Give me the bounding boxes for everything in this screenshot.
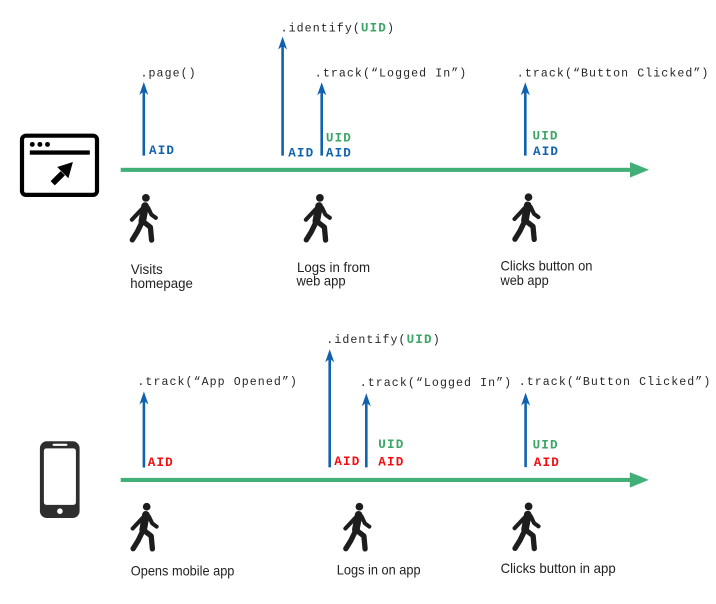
svg-text:AID: AID	[534, 456, 560, 470]
svg-text:AID: AID	[148, 456, 174, 470]
svg-text:.page(): .page()	[141, 68, 197, 81]
svg-text:web app: web app	[296, 273, 346, 289]
svg-text:Clicks button in app: Clicks button in app	[501, 560, 616, 576]
svg-text:.track(“Button Clicked”): .track(“Button Clicked”)	[517, 68, 710, 81]
svg-text:.identify(UID): .identify(UID)	[326, 333, 440, 347]
svg-text:AID: AID	[334, 455, 360, 469]
svg-text:Logs in on app: Logs in on app	[337, 561, 421, 577]
svg-text:UID: UID	[533, 438, 559, 452]
svg-text:AID: AID	[378, 456, 404, 470]
svg-text:AID: AID	[326, 147, 352, 161]
svg-text:Visits: Visits	[131, 261, 163, 277]
svg-text:.track(“Logged In”): .track(“Logged In”)	[315, 68, 468, 81]
svg-text:Opens mobile app: Opens mobile app	[131, 563, 235, 579]
svg-text:AID: AID	[288, 147, 314, 161]
svg-text:.track(“Logged In”): .track(“Logged In”)	[360, 377, 513, 390]
svg-text:UID: UID	[378, 438, 404, 452]
svg-text:.identify(UID): .identify(UID)	[281, 21, 395, 35]
svg-text:homepage: homepage	[130, 275, 193, 291]
svg-text:.track(“App Opened”): .track(“App Opened”)	[137, 376, 298, 389]
svg-text:UID: UID	[533, 130, 559, 144]
svg-text:Logs in from: Logs in from	[297, 259, 370, 275]
svg-text:UID: UID	[326, 132, 352, 146]
svg-text:AID: AID	[149, 144, 175, 158]
svg-text:Clicks button on: Clicks button on	[501, 258, 593, 274]
svg-text:AID: AID	[533, 145, 559, 159]
svg-text:web app: web app	[500, 272, 549, 288]
svg-text:.track(“Button Clicked”): .track(“Button Clicked”)	[519, 376, 712, 389]
